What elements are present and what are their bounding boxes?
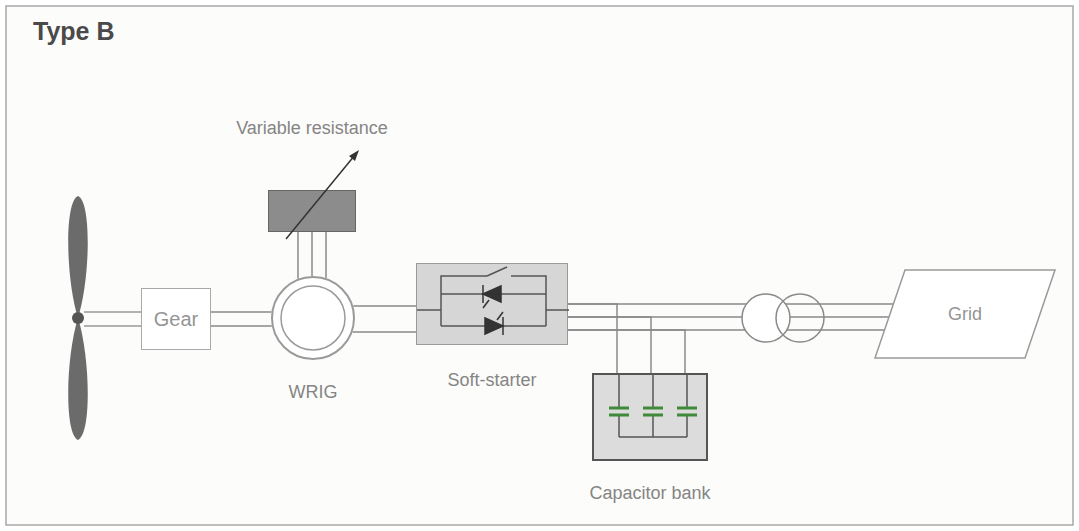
gear-box: Gear [141, 288, 211, 350]
node-label: Variable resistance [236, 118, 388, 139]
soft-starter-box: Soft-starter [416, 263, 568, 345]
wire-connector [211, 312, 272, 326]
wire [568, 330, 685, 373]
wire [211, 325, 272, 327]
capacitor-bank-box-symbol [594, 375, 710, 463]
rotor-blade [68, 196, 88, 440]
grid-parallelogram: Grid [875, 270, 1055, 358]
variable-resistor: Variable resistance [268, 190, 356, 232]
wire-connector [568, 304, 685, 373]
wire [568, 303, 893, 305]
wire-connector [353, 306, 416, 332]
transformer-symbol [742, 294, 824, 342]
wire [297, 232, 299, 279]
wire [311, 232, 313, 276]
generator-circle-symbol [271, 276, 355, 360]
diagram-title: Type B [33, 17, 115, 46]
wire [568, 316, 889, 318]
wire [325, 232, 327, 278]
node-label: Capacitor bank [589, 483, 710, 504]
wire [568, 329, 885, 331]
wire [353, 331, 416, 333]
node-label: Grid [948, 304, 982, 325]
rotor-hub [72, 312, 84, 324]
variable-resistor-symbol [269, 191, 357, 233]
frame [6, 6, 1073, 525]
soft-starter-box-symbol [417, 264, 569, 346]
wire-connector [298, 232, 326, 279]
node-label: WRIG [289, 382, 338, 403]
wire [353, 305, 416, 307]
wire [568, 317, 651, 373]
node-label: Soft-starter [447, 370, 536, 391]
wire [568, 304, 617, 373]
generator-circle: WRIG [271, 276, 355, 360]
node-label: Gear [154, 308, 198, 331]
connectors [211, 232, 893, 373]
capacitor-bank-box: Capacitor bank [592, 373, 708, 461]
wire [211, 311, 271, 313]
wire-connector [568, 304, 893, 330]
rotor-shaft [84, 312, 141, 326]
